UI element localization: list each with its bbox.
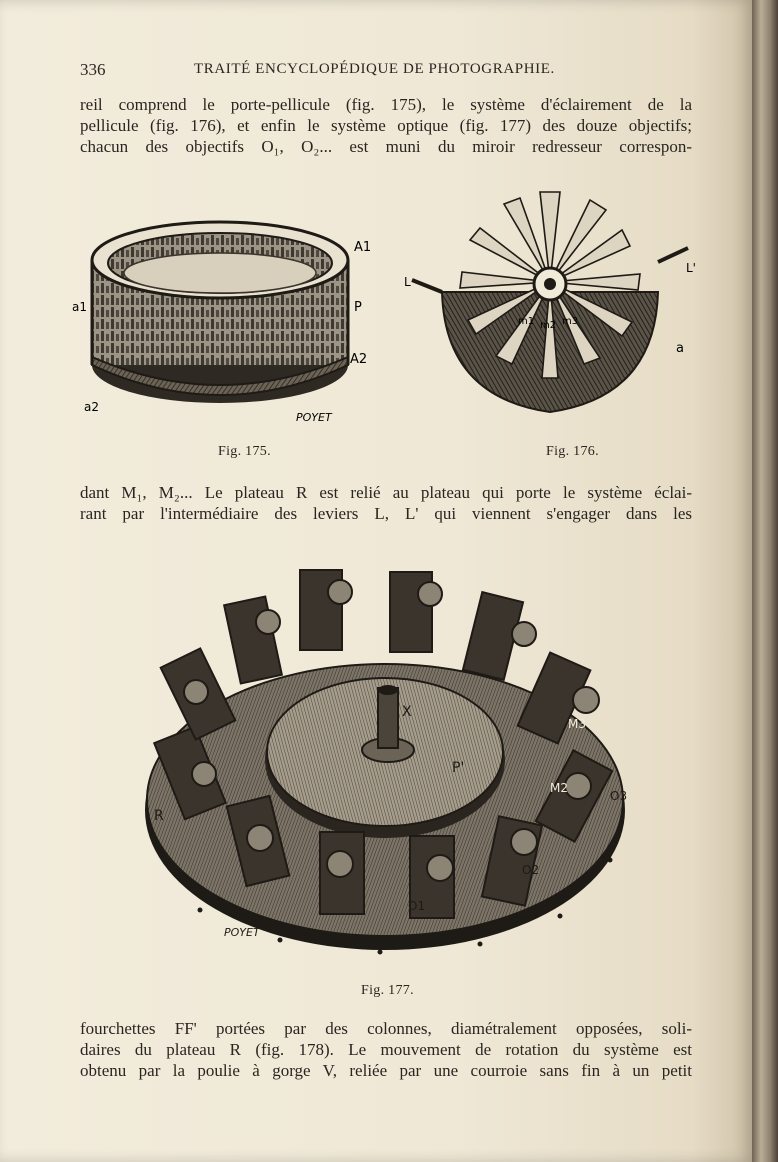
label-o2: O2 [522,863,539,877]
text-line: pellicule (fig. 176), et enfin le systèm… [80,116,692,135]
paragraph-3: fourchettes FF' portées par des colonnes… [80,1018,692,1081]
text-line: fourchettes FF' portées par des colonnes… [80,1019,692,1038]
paragraph-1: reil comprend le porte-pellicule (fig. 1… [80,94,692,157]
figure-177-caption: Fig. 177. [361,983,414,998]
label-r: R [154,808,164,824]
label-a2: A2 [350,352,367,367]
label-m1: m1 [518,316,534,327]
text-line: reil comprend le porte-pellicule (fig. 1… [80,95,692,114]
page-header: 336 TRAITÉ ENCYCLOPÉDIQUE DE PHOTOGRAPHI… [80,60,690,86]
figure-175-film-holder-illustration: A1 P A2 a1 a2 POYET [72,220,371,424]
text-line: obtenu par la poulie à gorge V, reliée p… [80,1061,692,1080]
label-p-prime: P' [452,760,464,776]
label-l: L [404,275,411,289]
engraver-signature: POYET [224,926,261,939]
figure-175-caption: Fig. 175. [218,444,271,459]
figure-176-lighting-system-illustration: L L' a m1 m2 m3 [404,191,696,414]
label-a1-left: a1 [72,300,87,314]
running-title: TRAITÉ ENCYCLOPÉDIQUE DE PHOTOGRAPHIE. [194,61,555,77]
label-m3: M3 [568,717,586,731]
book-spine-edge [752,0,778,1162]
label-l-prime: L' [686,261,696,275]
engraver-signature: POYET [296,411,333,424]
label-m3: m3 [562,316,578,327]
label-m2: M2 [550,781,568,795]
label-a2-left: a2 [84,400,99,414]
label-o1: O1 [408,899,425,913]
page-number: 336 [80,60,106,79]
label-m2: m2 [540,320,556,331]
book-page: 336 TRAITÉ ENCYCLOPÉDIQUE DE PHOTOGRAPHI… [0,0,752,1162]
text-line: rant par l'intermédiaire des leviers L, … [80,504,692,523]
label-o3: O3 [610,789,627,803]
text-line: chacun des objectifs O₁, O₂... est muni … [80,137,692,156]
paragraph-2: dant M₁, M₂... Le plateau R est relié au… [80,482,692,524]
label-x: X [402,704,412,720]
text-line: dant M₁, M₂... Le plateau R est relié au… [80,483,692,502]
label-p: P [354,300,362,315]
label-a1: A1 [354,240,371,255]
label-a: a [676,341,684,356]
figure-177-optical-system-illustration: X P' R M3 M2 O3 O2 O1 POYET [145,569,627,955]
text-line: daires du plateau R (fig. 178). Le mouve… [80,1040,692,1059]
figure-176-caption: Fig. 176. [546,444,599,459]
